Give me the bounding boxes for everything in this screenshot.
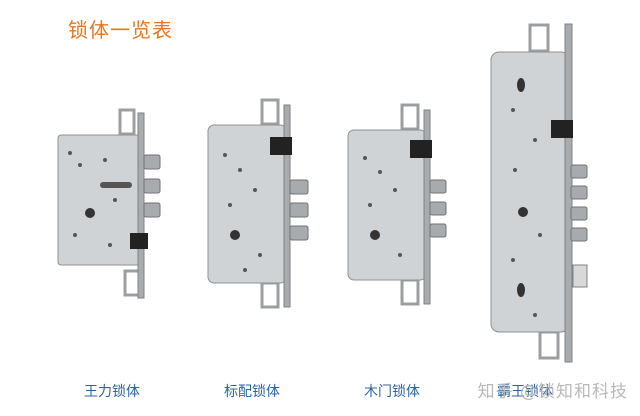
lock-image-mumen: [340, 100, 460, 310]
lock-image-bawang: [485, 20, 595, 365]
watermark: 知乎 @锁知和科技: [477, 382, 628, 402]
lock-caption-wangli: 王力锁体: [84, 384, 140, 400]
lock-caption-bawang: 霸王锁体: [497, 384, 553, 400]
lock-image-wangli: [50, 105, 170, 305]
page-title: 锁体一览表: [68, 18, 173, 42]
lock-image-biaopei: [200, 95, 320, 315]
lock-caption-biaopei: 标配锁体: [224, 384, 280, 400]
lock-caption-mumen: 木门锁体: [364, 384, 420, 400]
